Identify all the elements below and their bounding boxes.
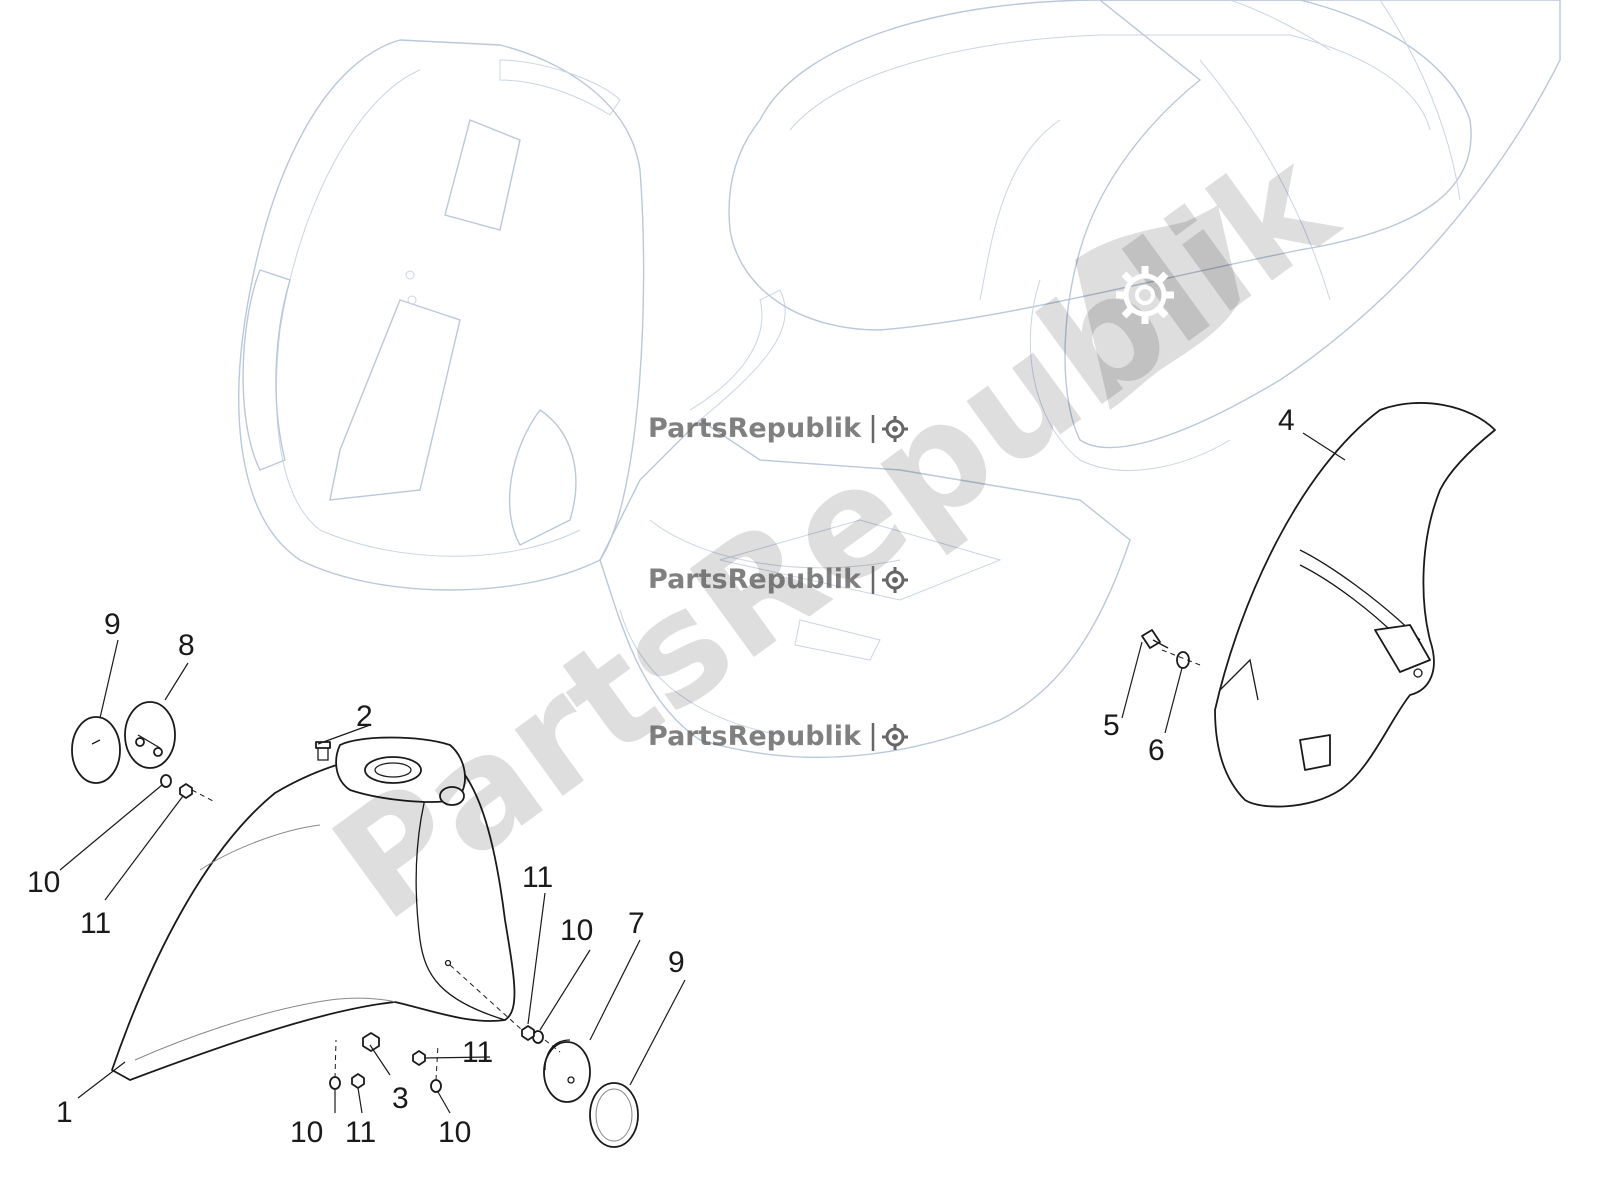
front-mudguard bbox=[111, 736, 516, 1081]
watermark-small-text-3: PartsRepublik bbox=[648, 721, 862, 752]
callout-10-bottom-right: 10 bbox=[438, 1116, 471, 1149]
callout-10-left: 10 bbox=[27, 866, 60, 899]
callout-11-bottom-right: 11 bbox=[462, 1036, 493, 1069]
gear-icon bbox=[1116, 266, 1174, 324]
callout-11-right: 11 bbox=[522, 861, 553, 894]
callout-4: 4 bbox=[1278, 404, 1295, 437]
callout-5: 5 bbox=[1103, 709, 1120, 742]
clip-nut-part-3 bbox=[362, 1032, 380, 1052]
watermark-small-text-1: PartsRepublik bbox=[648, 413, 862, 444]
leader-lines bbox=[59, 432, 1346, 1114]
watermark-small-text-2: PartsRepublik bbox=[648, 564, 862, 595]
callout-9-left: 9 bbox=[104, 608, 121, 641]
callout-8: 8 bbox=[178, 629, 195, 662]
callout-11-left: 11 bbox=[80, 907, 111, 940]
callout-9-right: 9 bbox=[668, 946, 685, 979]
emblem-cap-part-9-right bbox=[589, 1082, 639, 1148]
washer-part-6 bbox=[1176, 651, 1190, 669]
rear-mudguard bbox=[1214, 402, 1496, 808]
washer-part-10 bbox=[160, 774, 544, 1093]
emblem-cap-part-9-left bbox=[71, 716, 121, 784]
callout-7: 7 bbox=[628, 907, 645, 940]
watermark: PartsRepublik PartsRepublik PartsRe bbox=[304, 116, 1366, 954]
emblem-base-part-7 bbox=[543, 1039, 591, 1103]
callout-10-bottom-left: 10 bbox=[290, 1116, 323, 1149]
nut-part-11 bbox=[179, 783, 535, 1089]
screw-part-2 bbox=[315, 741, 331, 761]
gear-icon bbox=[882, 724, 908, 750]
gear-icon bbox=[882, 567, 908, 593]
scooter-body-outline bbox=[238, 0, 1561, 759]
watermark-small-logo-3 bbox=[871, 723, 908, 751]
emblem-base-part-8 bbox=[124, 701, 176, 769]
assembly-lines bbox=[191, 649, 1201, 1081]
callout-labels: 1 2 3 4 5 6 7 8 9 9 10 10 10 10 11 11 11… bbox=[27, 404, 1295, 1149]
callout-2: 2 bbox=[356, 700, 373, 733]
gear-icon bbox=[882, 416, 908, 442]
watermark-small-logo-1 bbox=[871, 415, 908, 443]
screw-part-5 bbox=[1141, 629, 1169, 649]
callout-11-bottom-left: 11 bbox=[345, 1116, 376, 1149]
watermark-flag-logo bbox=[1075, 205, 1240, 410]
callout-3: 3 bbox=[392, 1082, 409, 1115]
callout-1: 1 bbox=[56, 1096, 73, 1129]
callout-6: 6 bbox=[1148, 734, 1165, 767]
watermark-small-logo-2 bbox=[871, 566, 908, 594]
callout-10-right: 10 bbox=[560, 914, 593, 947]
